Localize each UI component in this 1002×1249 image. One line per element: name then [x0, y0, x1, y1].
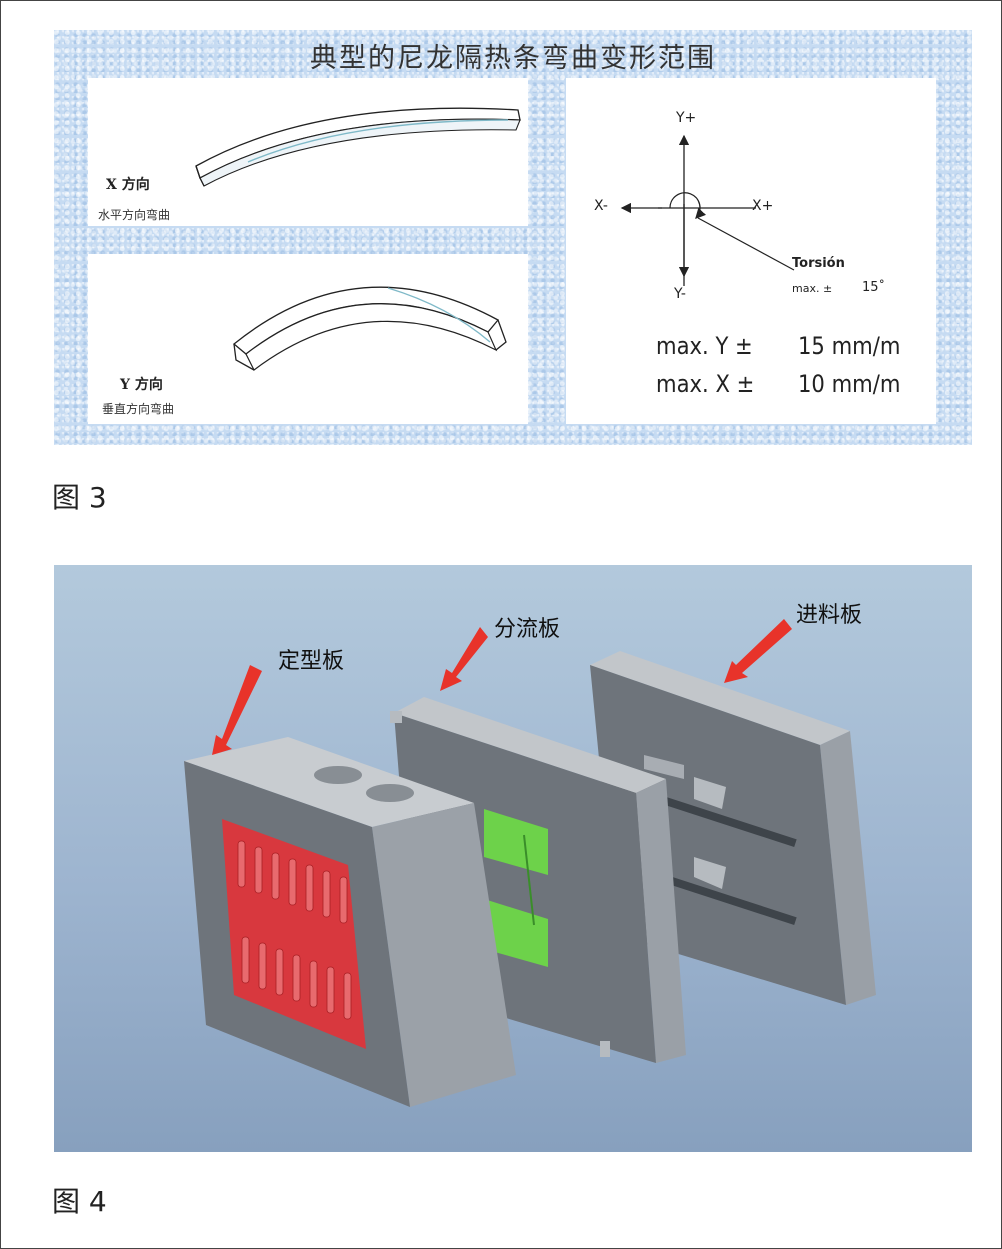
spec-x-value: 10 mm/m	[798, 370, 901, 398]
feed-plate-label: 进料板	[796, 603, 863, 628]
figure-3-diagram: 典型的尼龙隔热条弯曲变形范围 X 方向 水平方向弯曲 Y 方向 垂直方向弯曲	[54, 30, 972, 445]
x-direction-panel: X 方向 水平方向弯曲	[88, 78, 528, 226]
x-direction-description: 水平方向弯曲	[98, 208, 171, 222]
distribution-plate-arrow-icon	[440, 627, 488, 691]
y-direction-description: 垂直方向弯曲	[102, 402, 175, 416]
y-plus-label: Y+	[676, 110, 697, 126]
insert-slot	[309, 960, 318, 1008]
torsion-leader-line	[697, 217, 795, 271]
red-insert-slots	[237, 840, 352, 1020]
axes-diagram	[620, 134, 795, 286]
torsion-max-label: max. ±	[792, 282, 833, 295]
horizontal-bend-strip-illustration	[195, 107, 521, 187]
insert-slot	[271, 852, 280, 900]
insert-slot	[292, 954, 301, 1002]
figure-4-mold-render: 定型板 分流板 进料板	[54, 565, 972, 1152]
deformation-axes-panel: Y+ Y- X+ X- Torsión max. ± 15˚ max. Y ± …	[566, 78, 936, 424]
insert-slot	[326, 966, 335, 1014]
y-direction-panel: Y 方向 垂直方向弯曲	[88, 254, 528, 424]
x-plus-label: X+	[752, 198, 774, 214]
torsion-value: 15˚	[862, 280, 886, 295]
torsion-label: Torsión	[792, 256, 845, 271]
insert-slot	[254, 846, 263, 894]
insert-slot	[339, 876, 348, 924]
mold-plates-illustration	[184, 619, 876, 1107]
insert-slot	[241, 936, 250, 984]
figure-3-caption: 图 3	[52, 481, 107, 514]
y-minus-label: Y-	[674, 286, 686, 302]
distribution-plate-label: 分流板	[494, 617, 561, 642]
torsion-arc-icon	[669, 192, 706, 219]
figure-4-caption: 图 4	[52, 1185, 107, 1218]
insert-slot	[288, 858, 297, 906]
x-direction-label: X 方向	[106, 177, 150, 193]
y-direction-label: Y 方向	[120, 377, 163, 393]
insert-slot	[322, 870, 331, 918]
setting-plate-label: 定型板	[278, 649, 345, 674]
spec-y-label: max. Y ±	[656, 332, 753, 360]
insert-slot	[237, 840, 246, 888]
figure-3-title: 典型的尼龙隔热条弯曲变形范围	[310, 43, 716, 74]
setting-plate-arrow-icon	[212, 665, 262, 755]
callout-arrows	[212, 619, 792, 755]
insert-slot	[343, 972, 352, 1020]
spec-y-value: 15 mm/m	[798, 332, 901, 360]
x-minus-label: X-	[594, 198, 608, 214]
insert-slot	[258, 942, 267, 990]
spec-x-label: max. X ±	[656, 370, 755, 398]
feed-plate-arrow-icon	[724, 619, 792, 683]
insert-slot	[305, 864, 314, 912]
insert-slot	[275, 948, 284, 996]
vertical-bend-arch-illustration	[232, 286, 507, 371]
